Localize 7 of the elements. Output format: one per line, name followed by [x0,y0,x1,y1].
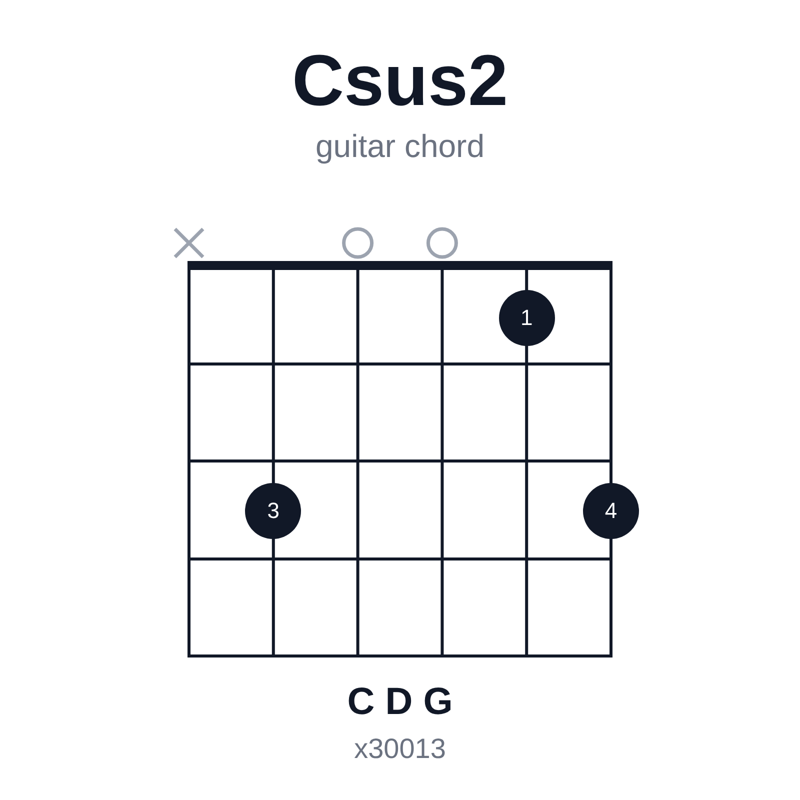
finger-dot: 3 [245,483,302,539]
chord-title: Csus2 [292,40,508,123]
finger-dot: 1 [498,290,555,346]
finger-dot: 4 [583,483,639,539]
subtitle: guitar chord [316,127,484,166]
fingering-code: x30013 [354,732,446,766]
chord-notes: C D G [347,680,453,725]
